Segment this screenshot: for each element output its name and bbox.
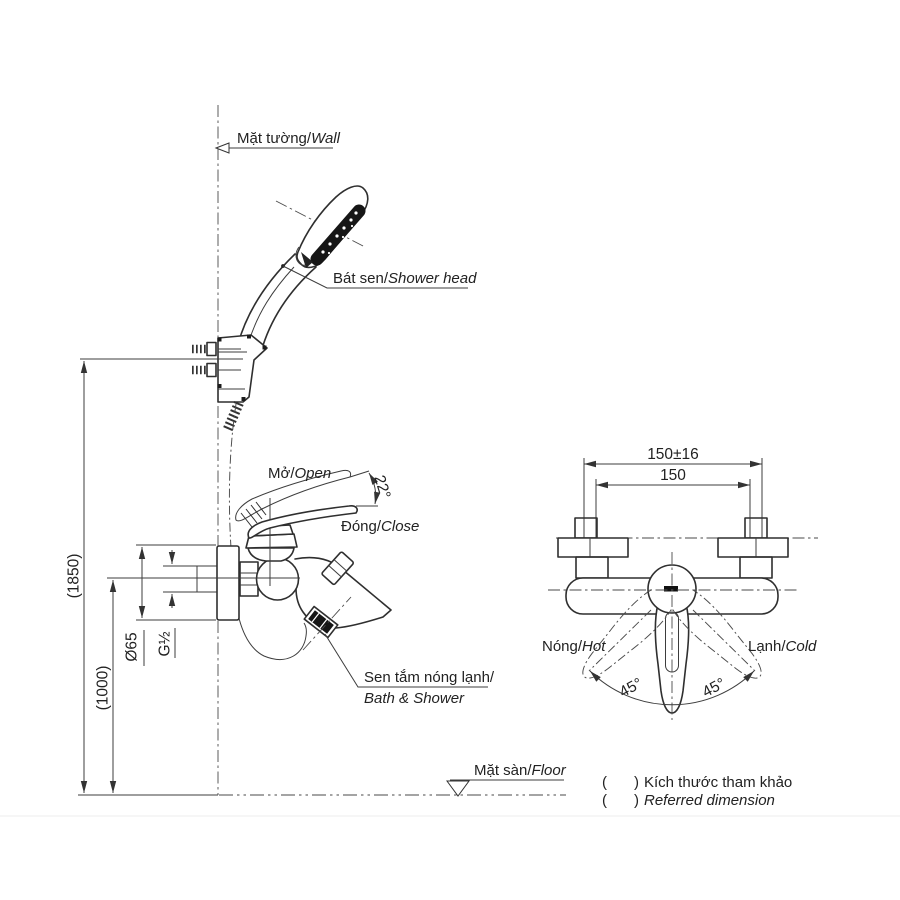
cartridge-dome bbox=[247, 547, 295, 562]
open-angle-arc bbox=[368, 472, 381, 505]
diverter-knob bbox=[321, 551, 354, 586]
inlet-nut-left bbox=[574, 517, 598, 539]
bath-shower-callout: Sen tắm nóng lạnh/ Bath & Shower bbox=[324, 633, 495, 707]
swing-angle-left: 45° bbox=[617, 675, 646, 701]
shower-handle bbox=[237, 253, 296, 345]
cartridge-cap bbox=[245, 533, 298, 549]
floor-label: Mặt sàn/Floor bbox=[474, 762, 567, 779]
cap-center-mark bbox=[664, 586, 678, 592]
aerator bbox=[303, 605, 339, 639]
swing-angle-right: 45° bbox=[700, 675, 729, 701]
swing-arc bbox=[589, 670, 755, 706]
shower-head-callout: Bát sen/Shower head bbox=[281, 264, 477, 289]
height-dimensions: (1850) (1000) Ø65 G½ bbox=[66, 358, 300, 793]
reference-notes: ()Kích thước tham khảo ()Referred dimens… bbox=[602, 774, 792, 809]
bath-shower-label-vi: Sen tắm nóng lạnh/ bbox=[364, 669, 495, 686]
wall-callout: Mặt tường/Wall bbox=[214, 130, 341, 154]
hose-phantom bbox=[228, 403, 237, 549]
open-label: Mở/Open bbox=[268, 465, 331, 482]
mixer-side-view: 22° Mở/Open Đóng/Close bbox=[196, 465, 419, 651]
escutcheon-right bbox=[717, 537, 789, 558]
side-view: Mặt tường/Wall bbox=[66, 105, 567, 797]
shower-head bbox=[296, 185, 369, 269]
shower-head-label: Bát sen/Shower head bbox=[333, 270, 477, 287]
mounting-screw-bottom bbox=[192, 362, 241, 378]
phantom-axis-right bbox=[692, 609, 756, 672]
escutcheon bbox=[216, 545, 240, 621]
center-distance-dimensions: 150±16 150 bbox=[583, 446, 763, 545]
valve-body bbox=[255, 557, 300, 601]
handle-phantom-right bbox=[582, 589, 672, 679]
escutcheon-left bbox=[557, 537, 629, 558]
bath-shower-label-en: Bath & Shower bbox=[364, 690, 465, 707]
floor-level-icon bbox=[446, 780, 470, 797]
floor: Mặt sàn/Floor bbox=[78, 762, 567, 797]
shower-bracket bbox=[217, 334, 268, 403]
neck-shading bbox=[301, 252, 313, 268]
dim-escutcheon-diameter: Ø65 bbox=[124, 632, 141, 661]
lever-open-hatch bbox=[240, 501, 267, 528]
dim-1000: (1000) bbox=[95, 666, 112, 711]
aerator-axis bbox=[302, 596, 352, 651]
phantom-axis-left bbox=[588, 609, 652, 672]
supply-pipe bbox=[196, 565, 218, 593]
mounting-screw-top bbox=[192, 341, 241, 357]
hose-ribbed-section bbox=[222, 401, 244, 433]
wall-label: Mặt tường/Wall bbox=[237, 130, 341, 147]
coupling-knurl-right bbox=[739, 556, 773, 579]
close-label: Đóng/Close bbox=[341, 518, 419, 535]
dim-center-distance-tolerance: 150±16 bbox=[647, 446, 699, 463]
top-view: 150±16 150 bbox=[542, 446, 818, 720]
hot-label: Nóng/Hot bbox=[542, 638, 606, 655]
dim-center-distance: 150 bbox=[660, 467, 686, 484]
spray-nozzles-icon bbox=[321, 211, 358, 255]
reference-note-vi: ()Kích thước tham khảo bbox=[602, 774, 792, 791]
handle-phantom-left bbox=[672, 589, 762, 679]
open-angle-value: 22° bbox=[370, 473, 393, 500]
cold-label: Lạnh/Cold bbox=[748, 638, 817, 655]
coupling-knurl-left bbox=[575, 556, 609, 579]
lever-closed bbox=[247, 505, 358, 539]
reference-note-en: ()Referred dimension bbox=[602, 792, 775, 809]
dim-1850: (1850) bbox=[66, 554, 83, 599]
dim-thread-size: G½ bbox=[157, 631, 174, 656]
lever-open bbox=[235, 469, 352, 522]
inlet-nut-right bbox=[744, 517, 768, 539]
hand-shower-assembly bbox=[192, 185, 369, 660]
coupling-nut bbox=[239, 561, 259, 597]
bracket-joints bbox=[217, 334, 267, 401]
